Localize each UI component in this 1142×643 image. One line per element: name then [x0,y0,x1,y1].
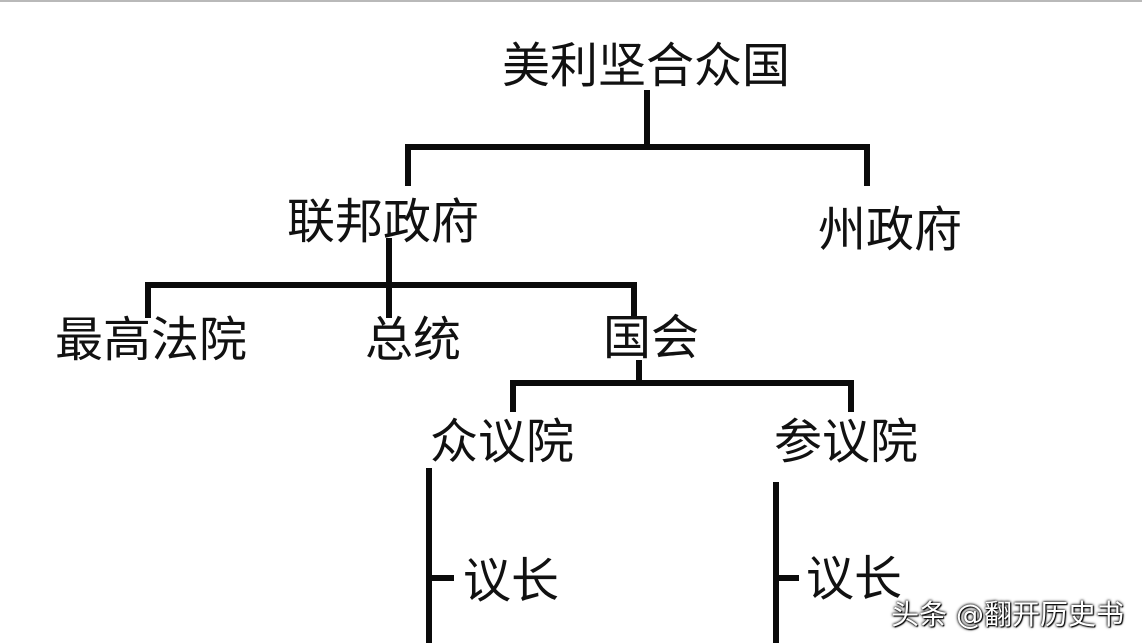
connector-level1-bar [405,144,870,150]
connector-usa-down [644,90,650,148]
house-member-line [426,468,432,643]
node-usa: 美利坚合众国 [502,38,791,94]
connector-congress-down [636,360,642,385]
connector-federal-down [386,238,392,286]
connector-to-state [864,144,870,186]
node-congress: 国会 [603,310,700,366]
senate-member-line [773,482,779,643]
node-supreme-court: 最高法院 [55,312,248,368]
connector-to-house [510,380,516,412]
node-senate-president: 议长 [806,551,903,607]
house-speaker-tick [426,575,454,581]
node-house: 众议院 [430,414,575,470]
connector-to-senate [848,380,854,412]
senate-speaker-tick [773,575,799,581]
connector-level3-bar [510,380,854,386]
top-border [0,0,1142,2]
connector-to-supreme-court [145,282,151,318]
connector-to-president [386,282,392,318]
node-state-government: 州政府 [818,202,963,258]
watermark: 头条 @翻开历史书 [891,598,1124,631]
node-house-speaker: 议长 [463,553,560,609]
connector-to-federal [405,144,411,186]
node-president: 总统 [365,312,462,368]
node-federal-government: 联邦政府 [287,194,480,250]
node-senate: 参议院 [774,414,919,470]
connector-to-congress [631,282,637,318]
